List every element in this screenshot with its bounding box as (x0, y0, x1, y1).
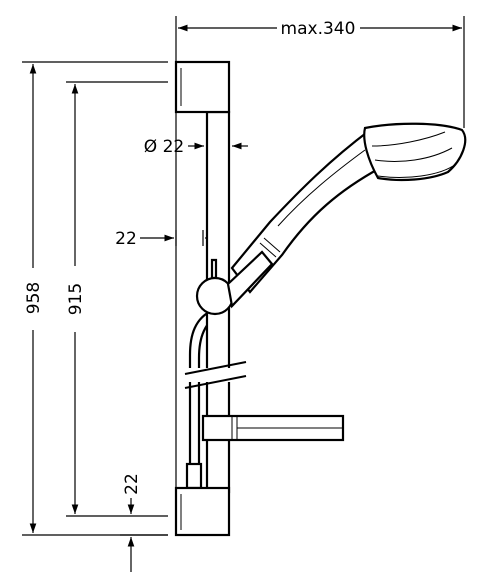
soap-dish (201, 414, 345, 442)
dimension-label-bracket-spacing: 915 (66, 283, 86, 315)
dimension-label-width-max: max.340 (281, 19, 356, 39)
dimension-label-wall-offset: 22 (115, 229, 137, 249)
top-wall-bracket (174, 60, 231, 114)
dimension-rail-diameter: Ø 22 (144, 137, 248, 157)
dimension-width-max: max.340 (175, 16, 465, 128)
dimension-bracket-spacing: 915 (66, 81, 168, 517)
dimension-wall-offset: 22 (115, 229, 218, 249)
bottom-wall-bracket (174, 486, 231, 537)
dimension-label-total-height: 958 (24, 282, 44, 314)
hose-connector (185, 462, 203, 490)
hand-shower (230, 122, 467, 294)
dimension-label-rail-diameter: Ø 22 (144, 137, 184, 157)
dimension-total-height: 958 (22, 61, 168, 536)
rail-break-marks (184, 361, 247, 389)
dimension-bottom-offset: 22 (120, 473, 168, 572)
shower-holder-slider (195, 250, 274, 316)
dimension-label-bottom-offset: 22 (122, 473, 142, 495)
